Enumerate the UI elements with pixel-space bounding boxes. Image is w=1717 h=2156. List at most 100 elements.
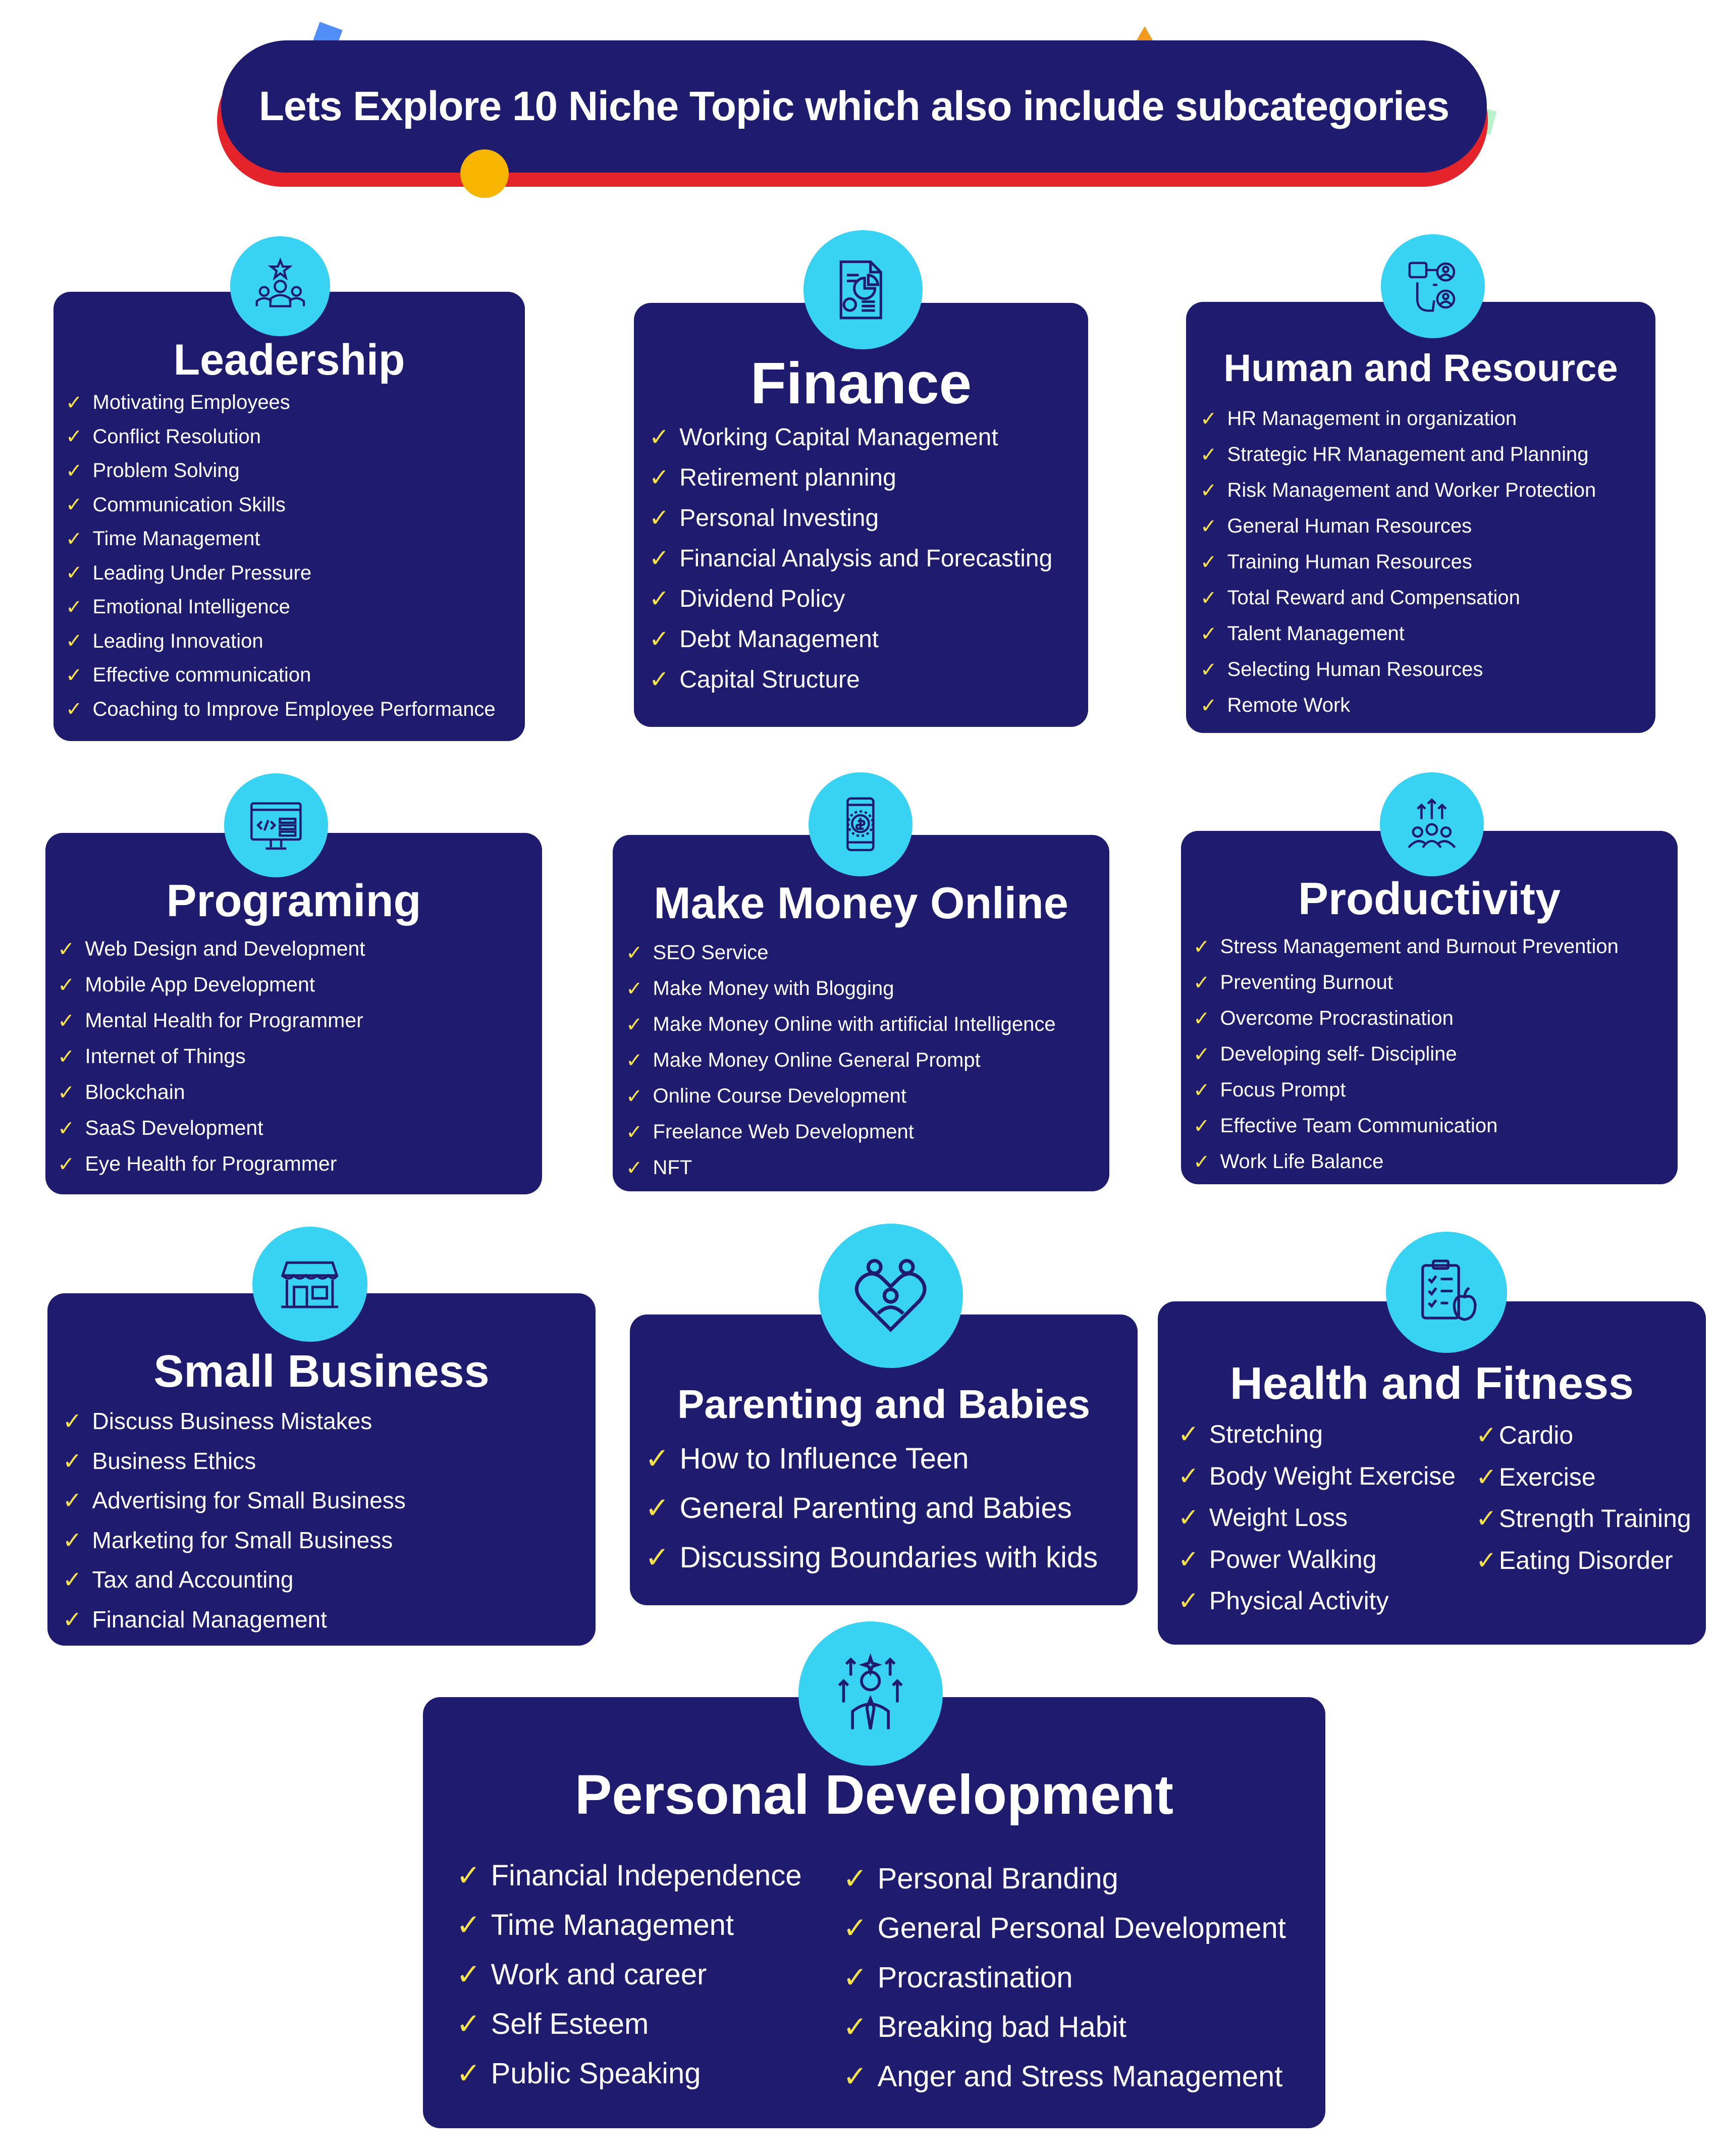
code-monitor-icon	[224, 773, 328, 877]
check-icon: ✓	[66, 391, 83, 414]
check-icon: ✓	[626, 1156, 643, 1179]
list-item: ✓Total Reward and Compensation	[1200, 587, 1520, 609]
check-icon: ✓	[649, 586, 670, 612]
leader-icon	[230, 236, 330, 336]
list-item: ✓Financial Analysis and Forecasting	[649, 545, 1053, 572]
topic-list: ✓Web Design and Development ✓Mobile App …	[58, 931, 365, 1182]
topic-list-left: ✓Stretching ✓Body Weight Exercise ✓Weigh…	[1178, 1413, 1456, 1622]
list-item: ✓HR Management in organization	[1200, 407, 1517, 430]
card-title: Small Business	[153, 1346, 490, 1397]
check-icon: ✓	[1200, 694, 1217, 717]
check-icon: ✓	[1200, 551, 1217, 573]
check-icon: ✓	[63, 1527, 82, 1553]
check-icon: ✓	[649, 545, 670, 572]
page-title: Lets Explore 10 Niche Topic which also i…	[258, 83, 1450, 129]
check-icon: ✓	[1476, 1462, 1497, 1491]
check-icon: ✓	[1193, 1150, 1210, 1173]
topic-list: ✓Stress Management and Burnout Preventio…	[1193, 929, 1619, 1180]
list-item: ✓How to Influence Teen	[645, 1442, 969, 1476]
card-title: Health and Fitness	[1229, 1358, 1634, 1409]
check-icon: ✓	[626, 941, 643, 964]
card-title: Programing	[166, 876, 421, 926]
list-item: ✓Communication Skills	[66, 493, 286, 516]
check-icon: ✓	[626, 1049, 643, 1072]
check-icon: ✓	[1178, 1587, 1199, 1615]
list-item: ✓Stretching	[1178, 1420, 1323, 1449]
list-item: ✓Time Management	[66, 528, 260, 550]
list-item: ✓Time Management	[456, 1908, 734, 1942]
check-icon: ✓	[1200, 443, 1217, 466]
card-leadership: Leadership ✓Motivating Employees ✓Confli…	[53, 292, 525, 741]
check-icon: ✓	[66, 664, 83, 687]
storefront-icon	[252, 1227, 367, 1342]
list-item: ✓Stress Management and Burnout Preventio…	[1193, 935, 1619, 958]
check-icon: ✓	[66, 596, 83, 618]
list-item: ✓Retirement planning	[649, 464, 896, 492]
check-icon: ✓	[1178, 1420, 1199, 1449]
check-icon: ✓	[63, 1447, 82, 1474]
list-item: ✓Self Esteem	[456, 2007, 649, 2041]
list-item: ✓Overcome Procrastination	[1193, 1007, 1454, 1030]
list-item: ✓Emotional Intelligence	[66, 596, 290, 618]
list-item: ✓Make Money with Blogging	[626, 977, 894, 1000]
finance-report-icon	[803, 230, 923, 349]
team-growth-icon	[1380, 772, 1484, 876]
list-item: ✓Focus Prompt	[1193, 1079, 1346, 1101]
list-item: ✓General Parenting and Babies	[645, 1491, 1072, 1525]
card-title: Parenting and Babies	[677, 1382, 1090, 1427]
check-icon: ✓	[1476, 1546, 1497, 1574]
list-item: ✓Preventing Burnout	[1193, 971, 1393, 994]
list-item: ✓Mobile App Development	[58, 973, 315, 996]
list-item: ✓Discussing Boundaries with kids	[645, 1541, 1098, 1574]
check-icon: ✓	[456, 2008, 481, 2040]
list-item: ✓Work Life Balance	[1193, 1150, 1384, 1173]
check-icon: ✓	[626, 1013, 643, 1036]
list-item: ✓Financial Management	[63, 1606, 327, 1633]
list-item: ✓Public Speaking	[456, 2057, 701, 2090]
topic-list: ✓SEO Service ✓Make Money with Blogging ✓…	[626, 935, 1056, 1186]
list-item: ✓Body Weight Exercise	[1178, 1461, 1456, 1490]
list-item: ✓Motivating Employees	[66, 391, 290, 414]
list-item: ✓Effective communication	[66, 664, 311, 687]
check-icon: ✓	[58, 937, 75, 961]
list-item: ✓Physical Activity	[1178, 1587, 1389, 1615]
header-banner: Lets Explore 10 Niche Topic which also i…	[221, 40, 1487, 173]
list-item: ✓Eye Health for Programmer	[58, 1152, 337, 1176]
topic-list: ✓HR Management in organization ✓Strategi…	[1200, 401, 1596, 723]
check-icon: ✓	[1200, 658, 1217, 681]
check-icon: ✓	[1178, 1545, 1199, 1573]
check-icon: ✓	[626, 1085, 643, 1108]
list-item: ✓Personal Investing	[649, 504, 879, 532]
check-icon: ✓	[1193, 1043, 1210, 1066]
check-icon: ✓	[1476, 1421, 1497, 1450]
list-item: ✓Selecting Human Resources	[1200, 658, 1483, 681]
list-item: ✓Problem Solving	[66, 459, 240, 482]
list-item: ✓Capital Structure	[649, 666, 860, 694]
check-icon: ✓	[456, 1958, 481, 1991]
check-icon: ✓	[843, 1862, 868, 1895]
check-icon: ✓	[58, 1152, 75, 1176]
check-icon: ✓	[66, 494, 83, 516]
check-icon: ✓	[649, 666, 670, 693]
list-item: ✓Working Capital Management	[649, 424, 998, 451]
check-icon: ✓	[649, 626, 670, 653]
list-item: ✓NFT	[626, 1156, 692, 1179]
card-human-resource: Human and Resource ✓HR Management in org…	[1186, 302, 1655, 733]
card-title: Human and Resource	[1223, 347, 1618, 390]
card-title: Productivity	[1298, 874, 1561, 924]
list-item: ✓Power Walking	[1178, 1545, 1377, 1573]
list-item: ✓Weight Loss	[1178, 1503, 1348, 1532]
check-icon: ✓	[1178, 1503, 1199, 1532]
list-item: ✓General Human Resources	[1200, 515, 1472, 538]
list-item: ✓General Personal Development	[843, 1911, 1286, 1945]
list-item: ✓Dividend Policy	[649, 585, 845, 613]
check-icon: ✓	[1476, 1504, 1497, 1533]
card-make-money-online: Make Money Online ✓SEO Service ✓Make Mon…	[613, 835, 1109, 1191]
check-icon: ✓	[1178, 1461, 1199, 1490]
list-item: ✓Training Human Resources	[1200, 551, 1472, 573]
list-item: ✓Mental Health for Programmer	[58, 1009, 363, 1032]
check-icon: ✓	[843, 1912, 868, 1944]
list-item: ✓Internet of Things	[58, 1044, 246, 1068]
list-item: ✓Breaking bad Habit	[843, 2010, 1126, 2044]
list-item: ✓Procrastination	[843, 1961, 1073, 1994]
